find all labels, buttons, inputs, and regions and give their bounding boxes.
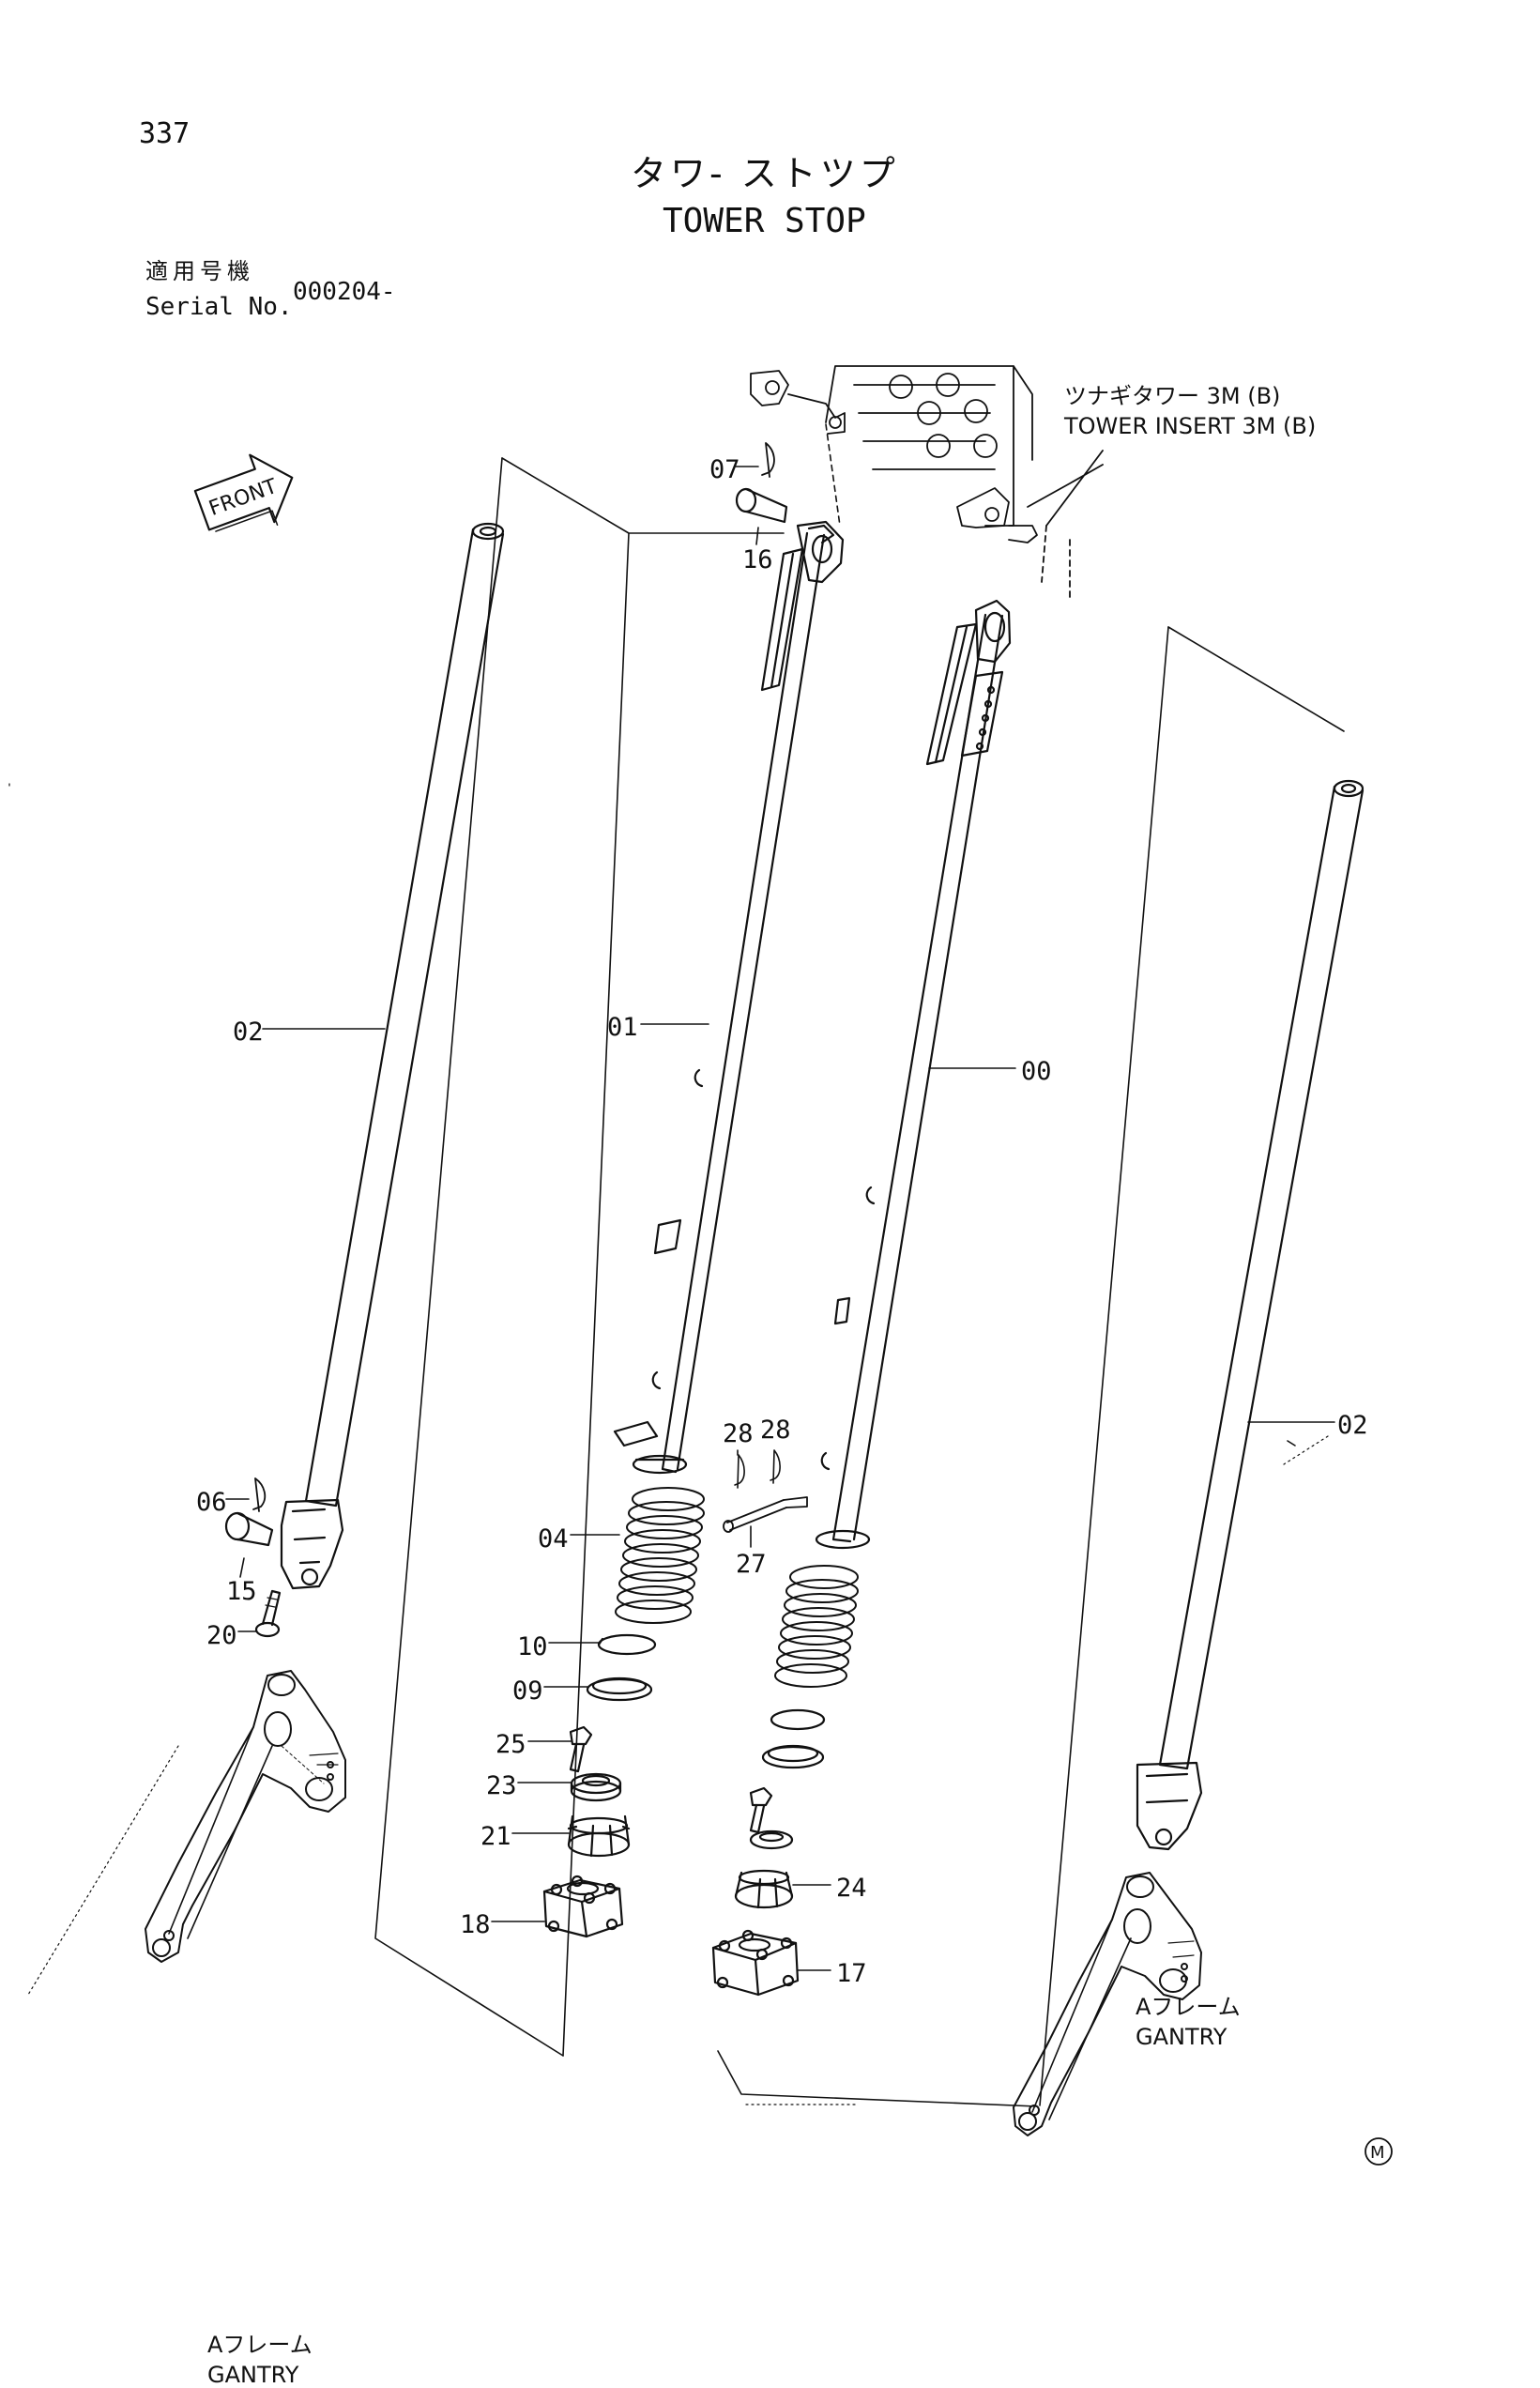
m-mark-icon: M: [1365, 2137, 1393, 2166]
front-label: FRONT: [206, 475, 282, 521]
title-english: TOWER STOP: [663, 202, 866, 240]
bolt-25: [569, 1725, 593, 1773]
washer-09: [586, 1676, 653, 1702]
tube-02-left: [280, 522, 505, 1590]
pin-15: [224, 1511, 274, 1547]
part-label-23: 23: [486, 1771, 517, 1800]
holder-24: [734, 1869, 794, 1909]
front-arrow-icon: FRONT: [193, 453, 294, 532]
r-pin-28-b: [770, 1449, 781, 1484]
washer-23: [570, 1772, 622, 1802]
gantry-left-label-english: GANTRY: [207, 2362, 299, 2388]
part-label-09: 09: [512, 1676, 543, 1706]
serial-label-english: Serial No.: [145, 293, 293, 321]
spring-right: [774, 1565, 859, 1688]
pin-27: [723, 1496, 808, 1533]
serial-label-japanese: 適用号機: [145, 258, 254, 284]
gantry-right-label-japanese: Aフレーム: [1136, 1994, 1241, 2020]
gantry-left-drawing: [145, 1670, 346, 1963]
part-label-16: 16: [742, 545, 773, 574]
r-pin-06: [252, 1477, 267, 1512]
part-label-17: 17: [836, 1959, 867, 1988]
part-label-24: 24: [836, 1874, 867, 1903]
washer-right-2: [749, 1829, 794, 1850]
part-label-25: 25: [496, 1730, 526, 1759]
block-17: [711, 1929, 800, 1997]
part-label-07: 07: [709, 455, 740, 484]
snap-ring-10: [597, 1633, 657, 1656]
alignment-lines: [374, 423, 1345, 2107]
part-label-02-left: 02: [233, 1018, 264, 1047]
m-mark-label: M: [1370, 2143, 1385, 2163]
part-label-28-a: 28: [723, 1419, 754, 1448]
leader-lines: [225, 466, 1335, 1971]
r-pin-28-a: [734, 1454, 745, 1489]
gantry-right-drawing: [1013, 1872, 1202, 2136]
tube-02-right: [1136, 779, 1365, 1851]
part-label-18: 18: [460, 1910, 491, 1939]
spring-04: [615, 1487, 705, 1624]
part-label-27: 27: [736, 1550, 767, 1579]
gantry-right-label-english: GANTRY: [1136, 2024, 1227, 2050]
serial-number-value: 000204-: [293, 278, 396, 306]
part-label-02-right: 02: [1337, 1411, 1368, 1440]
part-label-00: 00: [1021, 1057, 1052, 1086]
exploded-parts-diagram: FRONT: [8, 365, 1393, 2166]
page-number: 337: [139, 117, 191, 150]
pin-16: [735, 487, 788, 524]
part-label-10: 10: [517, 1632, 548, 1661]
part-label-28-b: 28: [760, 1416, 791, 1445]
title-japanese: タワ- ストツプ: [631, 153, 899, 194]
snap-ring-right: [770, 1708, 826, 1731]
dotted-leader-lines: [8, 783, 1329, 2105]
bolt-20: [254, 1589, 282, 1638]
part-label-06: 06: [196, 1488, 227, 1517]
tube-01: [613, 520, 845, 1475]
holder-21: [567, 1814, 631, 1858]
part-label-20: 20: [206, 1621, 237, 1650]
part-label-15: 15: [226, 1577, 257, 1606]
tube-00: [815, 599, 1012, 1550]
part-label-04: 04: [538, 1524, 569, 1554]
part-label-01: 01: [607, 1013, 638, 1042]
tower-insert-label-english: TOWER INSERT 3M (B): [1064, 413, 1317, 439]
part-label-21: 21: [480, 1822, 511, 1851]
bolt-right: [749, 1786, 773, 1834]
tower-insert-label-japanese: ツナギタワー 3M (B): [1064, 383, 1281, 409]
block-18: [542, 1875, 624, 1938]
r-pin-07: [761, 442, 775, 478]
gantry-left-label-japanese: Aフレーム: [207, 2332, 313, 2358]
tower-insert-drawing: [750, 365, 1104, 602]
washer-right: [761, 1744, 825, 1769]
